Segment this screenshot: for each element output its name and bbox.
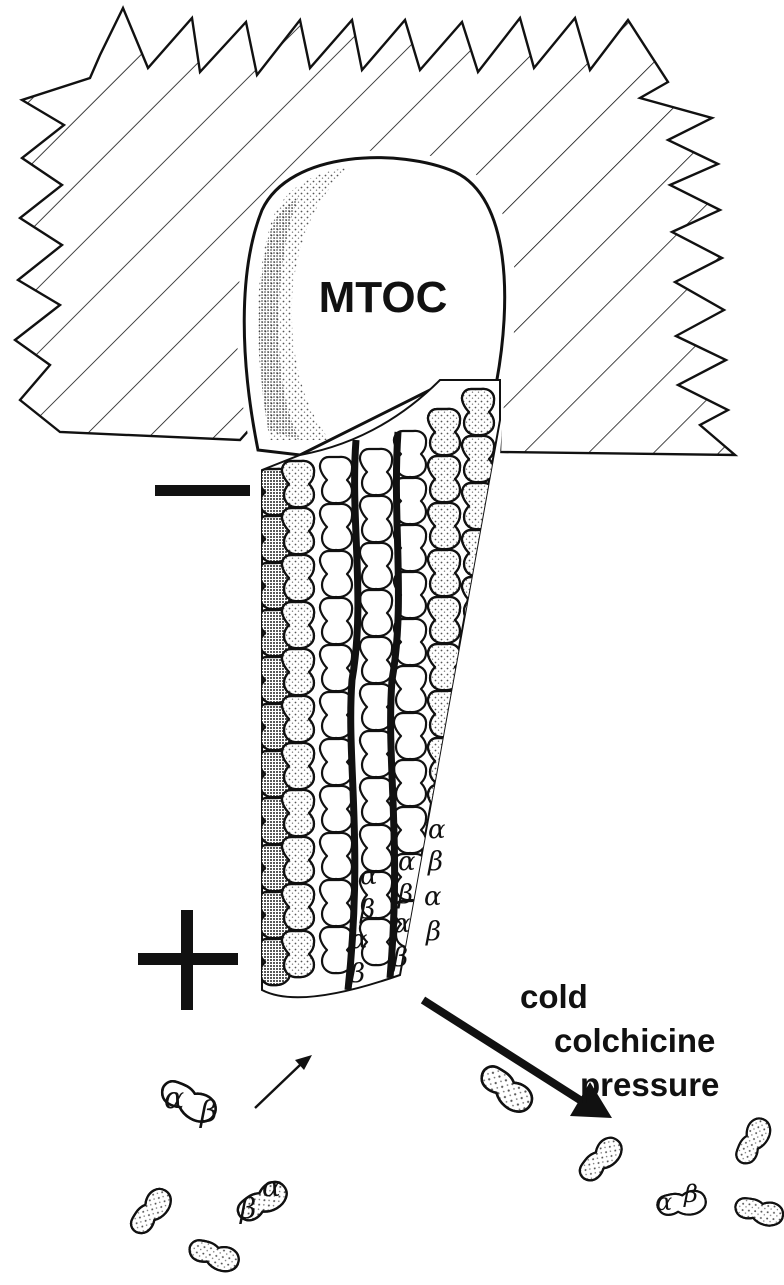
- tubulin-dimer: [462, 671, 494, 717]
- microtubule: [258, 380, 500, 997]
- alpha-label: α: [393, 909, 411, 939]
- tubulin-dimer-shading: [462, 859, 494, 905]
- tubulin-dimer: [462, 718, 494, 764]
- alpha-label: α: [424, 882, 442, 912]
- tubulin-dimer-shading: [462, 812, 494, 858]
- beta-label: β: [349, 959, 365, 989]
- mtoc-label: MTOC: [319, 273, 448, 322]
- beta-label: β: [239, 1192, 256, 1225]
- free-dimer: [576, 1132, 627, 1188]
- alpha-label: α: [428, 815, 446, 845]
- tubulin-dimer: [462, 624, 494, 670]
- beta-label: β: [683, 1180, 698, 1208]
- beta-label: β: [425, 917, 441, 947]
- beta-label: β: [427, 847, 443, 877]
- tubulin-dimer: [462, 765, 494, 811]
- free-dimer: [734, 1114, 774, 1168]
- beta-label: β: [392, 943, 408, 973]
- beta-label: β: [359, 895, 375, 925]
- cause-pressure: pressure: [580, 1066, 719, 1103]
- polymerization-arrow: [255, 1055, 312, 1108]
- tubulin-dimer-shading: [462, 765, 494, 811]
- tubulin-dimer-shading: [462, 671, 494, 717]
- polarity-marks: [138, 485, 250, 1010]
- alpha-label: α: [350, 925, 368, 955]
- tubulin-dimer-shading: [462, 718, 494, 764]
- beta-label: β: [199, 1095, 217, 1130]
- cause-cold: cold: [520, 978, 588, 1015]
- free-dimer: [734, 1197, 784, 1226]
- alpha-label: α: [398, 847, 416, 877]
- free-dimer: [128, 1183, 176, 1240]
- alpha-label: α: [164, 1081, 184, 1116]
- tubulin-dimer: [462, 859, 494, 905]
- alpha-label: α: [656, 1188, 672, 1216]
- beta-label: β: [397, 880, 413, 910]
- free-dimers-left: α β α β: [128, 1078, 292, 1273]
- alpha-label: α: [262, 1170, 281, 1203]
- tubulin-dimer-shading: [462, 624, 494, 670]
- tubulin-dimer: [462, 812, 494, 858]
- plus-end-mark: [138, 910, 238, 1010]
- cause-colchicine: colchicine: [554, 1022, 715, 1059]
- free-dimer: [187, 1239, 241, 1274]
- alpha-label: α: [360, 861, 378, 891]
- minus-end-mark: [155, 485, 250, 496]
